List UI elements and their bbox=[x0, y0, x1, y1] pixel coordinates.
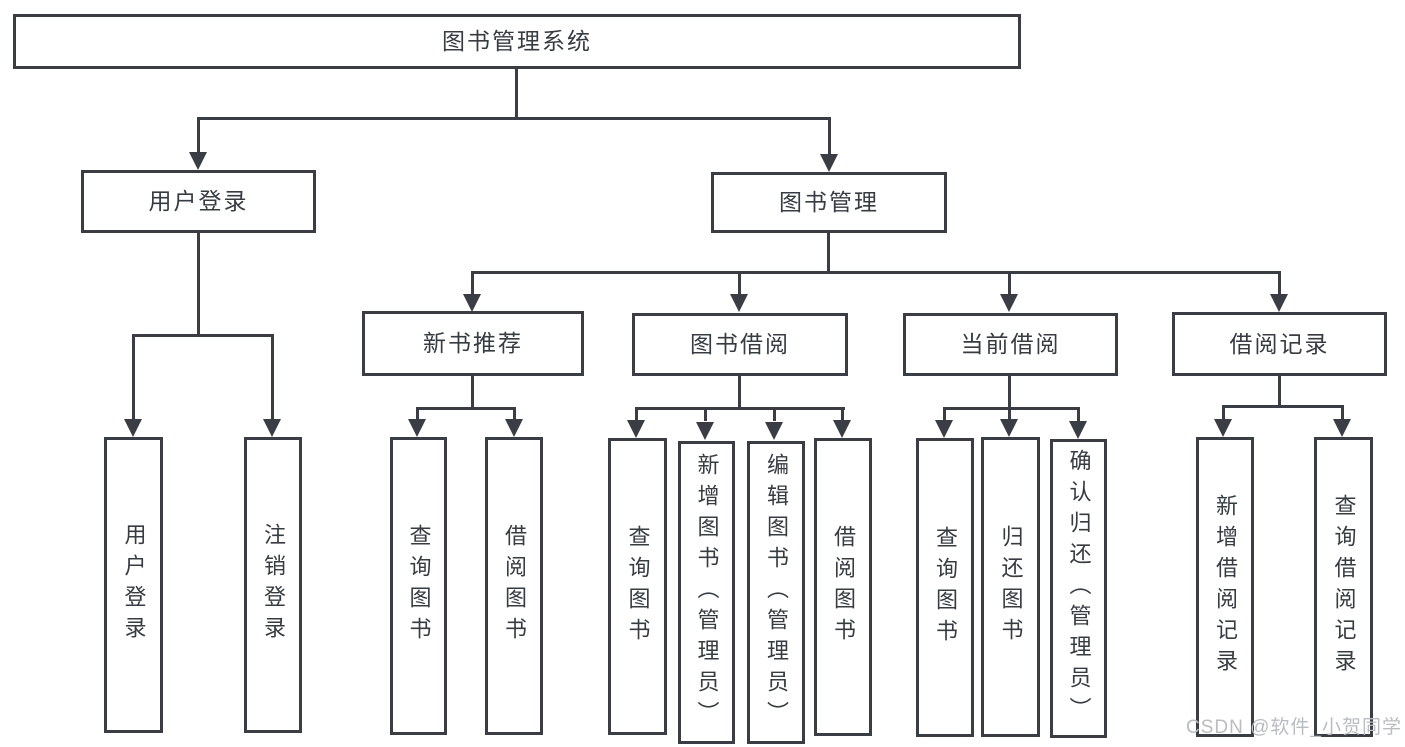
connector-line bbox=[738, 271, 741, 296]
node-bb-borrow-books: 借阅图书 bbox=[814, 438, 872, 736]
connector-line bbox=[197, 117, 200, 154]
connector-line bbox=[1278, 376, 1281, 408]
arrowhead-down-icon bbox=[463, 294, 481, 312]
connector-line bbox=[943, 407, 946, 421]
node-logout-leaf-label: 注销登录 bbox=[261, 523, 286, 647]
node-cb-return-books: 归还图书 bbox=[981, 437, 1040, 737]
connector-line bbox=[132, 334, 274, 337]
node-bb-borrow-books-label: 借阅图书 bbox=[831, 525, 856, 649]
connector-line bbox=[471, 271, 474, 296]
node-br-add-record: 新增借阅记录 bbox=[1196, 437, 1254, 737]
connector-line bbox=[271, 334, 274, 421]
connector-line bbox=[635, 407, 845, 410]
node-br-query-record-label: 查询借阅记录 bbox=[1331, 494, 1357, 680]
arrowhead-down-icon bbox=[627, 420, 645, 438]
node-user-login-leaf: 用户登录 bbox=[104, 437, 163, 733]
connector-line bbox=[841, 407, 844, 421]
node-user-login: 用户登录 bbox=[81, 170, 316, 233]
arrowhead-down-icon bbox=[935, 420, 953, 438]
arrowhead-down-icon bbox=[1214, 419, 1232, 437]
connector-line bbox=[197, 233, 200, 337]
arrowhead-down-icon bbox=[124, 419, 142, 437]
node-book-borrowing-label: 图书借阅 bbox=[690, 331, 790, 357]
node-book-management-label: 图书管理 bbox=[779, 189, 879, 215]
connector-line bbox=[773, 407, 776, 421]
connector-line bbox=[416, 407, 516, 410]
node-bb-add-books-admin: 新增图书（管理员） bbox=[678, 441, 735, 744]
node-nbr-borrow-books-label: 借阅图书 bbox=[502, 524, 527, 648]
node-nbr-query-books-label: 查询图书 bbox=[406, 524, 432, 648]
connector-line bbox=[827, 233, 830, 274]
arrowhead-down-icon bbox=[833, 420, 851, 438]
connector-line bbox=[1222, 405, 1225, 421]
node-new-book-recommend-label: 新书推荐 bbox=[423, 330, 523, 356]
node-root-label: 图书管理系统 bbox=[442, 28, 592, 54]
node-book-management: 图书管理 bbox=[711, 172, 947, 233]
arrowhead-down-icon bbox=[263, 419, 281, 437]
connector-line bbox=[197, 117, 831, 120]
connector-line bbox=[635, 407, 638, 421]
connector-line bbox=[1278, 271, 1281, 296]
node-new-book-recommend: 新书推荐 bbox=[362, 311, 584, 376]
connector-line bbox=[416, 407, 419, 421]
connector-line bbox=[1077, 407, 1080, 421]
arrowhead-down-icon bbox=[696, 422, 714, 440]
arrowhead-down-icon bbox=[1000, 419, 1018, 437]
connector-line bbox=[132, 334, 135, 421]
arrowhead-down-icon bbox=[765, 422, 783, 440]
connector-line bbox=[515, 68, 518, 119]
node-borrowing-records: 借阅记录 bbox=[1172, 312, 1387, 376]
arrowhead-down-icon bbox=[820, 154, 838, 172]
connector-line bbox=[1341, 405, 1344, 421]
connector-line bbox=[704, 407, 707, 421]
node-nbr-query-books: 查询图书 bbox=[390, 437, 447, 735]
connector-line bbox=[513, 407, 516, 421]
arrowhead-down-icon bbox=[505, 419, 523, 437]
node-logout-leaf: 注销登录 bbox=[244, 437, 302, 733]
arrowhead-down-icon bbox=[1069, 421, 1087, 439]
arrowhead-down-icon bbox=[189, 152, 207, 170]
node-current-borrowing-label: 当前借阅 bbox=[960, 331, 1061, 357]
node-bb-edit-books-admin: 编辑图书（管理员） bbox=[747, 441, 805, 744]
node-cb-query-books-label: 查询图书 bbox=[933, 525, 958, 650]
connector-line bbox=[828, 117, 831, 156]
csdn-watermark: CSDN @软件_小贺同学 bbox=[1186, 717, 1402, 738]
node-bb-query-books: 查询图书 bbox=[608, 438, 667, 735]
arrowhead-down-icon bbox=[408, 419, 426, 437]
node-br-query-record: 查询借阅记录 bbox=[1314, 437, 1373, 737]
arrowhead-down-icon bbox=[1333, 419, 1351, 437]
node-cb-return-books-label: 归还图书 bbox=[998, 525, 1024, 649]
node-user-login-label: 用户登录 bbox=[148, 188, 249, 214]
node-br-add-record-label: 新增借阅记录 bbox=[1213, 494, 1238, 680]
node-bb-add-books-admin-label: 新增图书（管理员） bbox=[694, 453, 720, 732]
node-borrowing-records-label: 借阅记录 bbox=[1229, 330, 1330, 357]
node-cb-confirm-return-admin: 确认归还（管理员） bbox=[1050, 439, 1107, 738]
arrowhead-down-icon bbox=[730, 294, 748, 312]
connector-line bbox=[1008, 271, 1011, 296]
connector-line bbox=[471, 376, 474, 410]
connector-line bbox=[943, 407, 1080, 410]
node-current-borrowing: 当前借阅 bbox=[903, 313, 1118, 376]
connector-line bbox=[471, 271, 1281, 274]
node-nbr-borrow-books: 借阅图书 bbox=[485, 437, 543, 735]
connector-line bbox=[1222, 405, 1344, 408]
connector-line bbox=[1008, 407, 1011, 421]
connector-line bbox=[1008, 376, 1011, 410]
connector-line bbox=[738, 376, 741, 410]
node-cb-confirm-return-admin-label: 确认归还（管理员） bbox=[1066, 449, 1092, 728]
arrowhead-down-icon bbox=[1270, 294, 1288, 312]
node-bb-query-books-label: 查询图书 bbox=[625, 524, 651, 649]
node-bb-edit-books-admin-label: 编辑图书（管理员） bbox=[764, 453, 789, 732]
node-root: 图书管理系统 bbox=[13, 14, 1021, 69]
node-book-borrowing: 图书借阅 bbox=[632, 313, 848, 376]
arrowhead-down-icon bbox=[1000, 294, 1018, 312]
node-cb-query-books: 查询图书 bbox=[916, 438, 974, 737]
node-user-login-leaf-label: 用户登录 bbox=[121, 523, 147, 647]
